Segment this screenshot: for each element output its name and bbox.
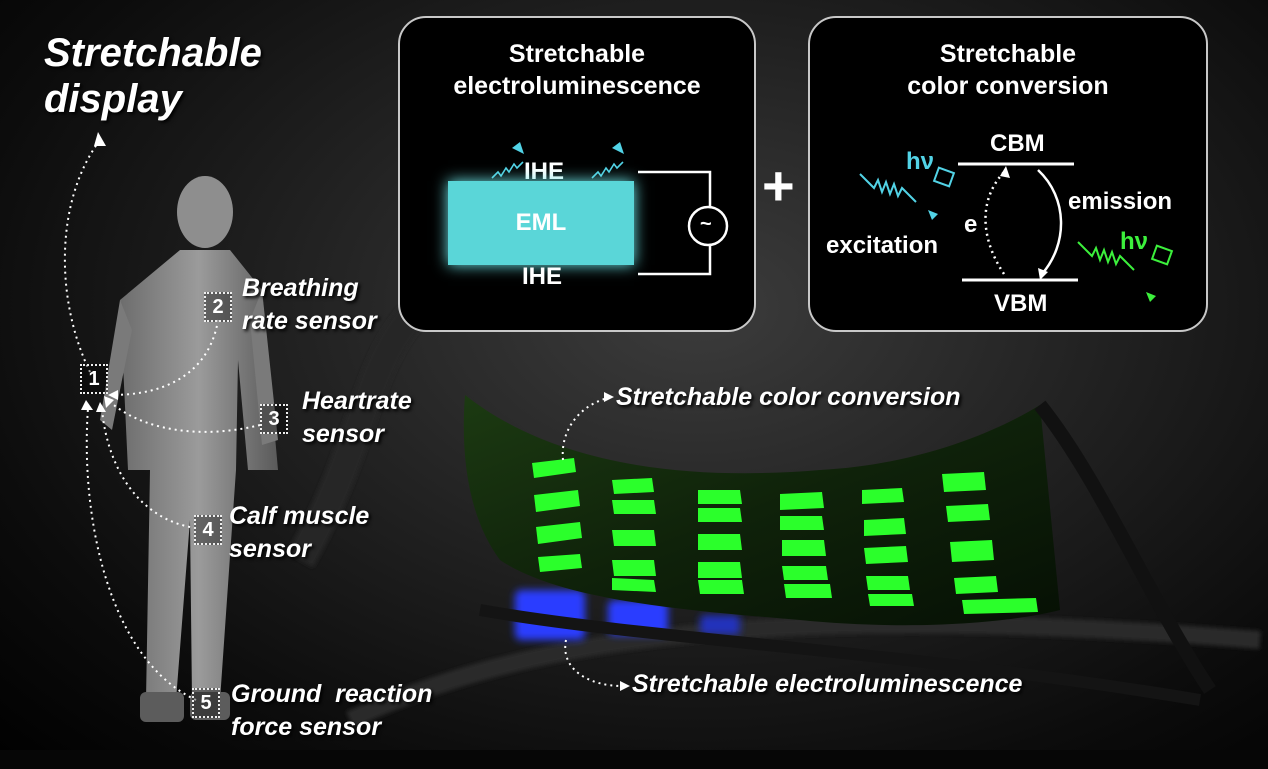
excitation-photon-icon <box>859 166 956 203</box>
sensor-number-5: 5 <box>192 688 220 718</box>
sensor-number-4: 4 <box>194 515 222 545</box>
emission-photon-label: hν <box>1120 228 1149 255</box>
sensor-number-1: 1 <box>80 364 108 394</box>
emission-label: emission <box>1068 188 1173 215</box>
ac-source-icon <box>687 205 729 247</box>
cc-band-diagram <box>859 162 1174 302</box>
excitation-label: excitation <box>826 232 939 259</box>
eml-layer: EML <box>448 181 634 265</box>
callout-electroluminescence: Stretchable electroluminescence <box>632 670 1023 698</box>
ac-source-symbol: ~ <box>700 213 712 235</box>
sensor-number-3: 3 <box>260 404 288 434</box>
stretchable-film <box>463 395 1060 626</box>
green-pixel-array <box>532 458 1038 614</box>
ihe-top-label: IHE <box>524 158 565 185</box>
sensor-arrows <box>63 139 623 701</box>
callout-color-conversion: Stretchable color conversion <box>616 383 961 411</box>
electron-label: e <box>964 211 978 238</box>
person-figure <box>100 176 278 722</box>
sensor-number-2: 2 <box>204 292 232 322</box>
vbm-label: VBM <box>994 290 1048 317</box>
photon-squiggle-icon <box>491 161 624 179</box>
emission-photon-icon <box>1077 241 1174 271</box>
plus-sign: + <box>762 154 795 217</box>
bottom-bar <box>0 750 1268 769</box>
el-circuit <box>491 142 729 276</box>
arrow-heads <box>81 132 630 691</box>
ihe-bottom-label: IHE <box>522 263 563 290</box>
excitation-photon-label: hν <box>906 148 935 175</box>
cbm-label: CBM <box>990 130 1045 157</box>
